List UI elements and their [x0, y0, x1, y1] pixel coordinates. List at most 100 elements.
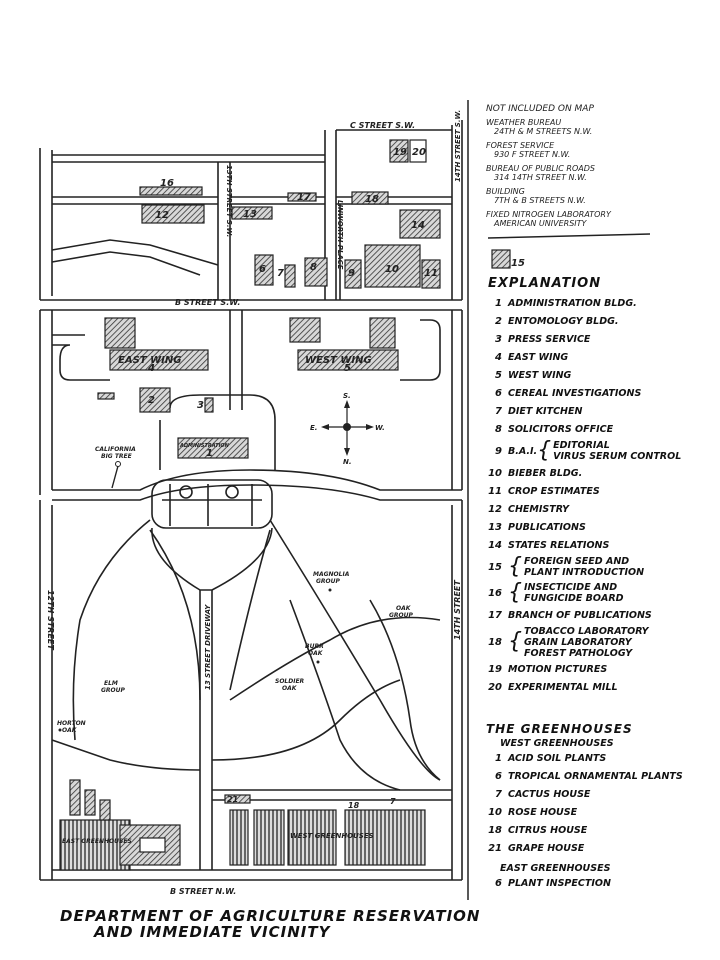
legend-item-number: 13: [488, 521, 502, 533]
building-14: [399, 209, 441, 239]
compass-w: W.: [375, 424, 385, 432]
number-20: 20: [412, 147, 426, 158]
magnolia-group-label-1: MAGNOLIA: [313, 571, 350, 578]
number-7: 7: [277, 268, 284, 279]
not-included-title: NOT INCLUDED ON MAP: [486, 104, 594, 114]
brace-icon: {: [508, 629, 522, 654]
number-17: 17: [297, 192, 311, 203]
greenhouse-item-text: CITRUS HOUSE: [508, 825, 588, 836]
entry-address: 7TH & B STREETS N.W.: [494, 196, 586, 205]
greenhouse-item-number: 10: [488, 807, 502, 818]
burr-oak-dot: [316, 660, 320, 664]
greenhouse-item-text: PLANT INSPECTION: [508, 878, 611, 889]
compass-e: E.: [310, 424, 317, 432]
building-10: [364, 244, 421, 288]
building-8: [304, 257, 328, 287]
legend-item: 14 STATES RELATIONS: [486, 536, 716, 554]
administration-label: ADMINISTRATION: [179, 443, 230, 449]
not-included-box: NOT INCLUDED ON MAP WEATHER BUREAU 24TH …: [486, 104, 711, 233]
entry-address: 314 14TH STREET N.W.: [494, 173, 587, 182]
legend-item: 2 ENTOMOLOGY BLDG.: [486, 312, 716, 330]
compass-rose: S. N. E. W.: [310, 392, 385, 466]
building-17: [287, 192, 317, 202]
b-street-nw-label: B STREET N.W.: [170, 887, 236, 896]
entry-name: FOREST SERVICE: [486, 141, 555, 150]
number-18: 18: [365, 194, 379, 205]
number-12: 12: [155, 210, 169, 221]
entry-name: BUILDING: [486, 187, 525, 196]
greenhouse-court: [139, 837, 166, 853]
east-wing-north: [104, 317, 136, 349]
landmarks: CALIFORNIA BIG TREE MAGNOLIA GROUP OAK G…: [57, 446, 414, 734]
greenhouse-item-number: 7: [495, 789, 502, 800]
legend-item-text: CHEMISTRY: [508, 503, 570, 515]
legend-item-text: ENTOMOLOGY BLDG.: [508, 315, 619, 327]
east-wing-label: EAST WING: [118, 355, 181, 366]
number-16: 16: [160, 178, 174, 189]
legend-item-number: 12: [488, 503, 502, 515]
legend-item-text: STATES RELATIONS: [508, 539, 610, 551]
building-13: [231, 206, 273, 220]
number-21: 21: [227, 795, 238, 804]
14th-street-label: 14TH STREET: [453, 580, 462, 640]
administration-building: [177, 437, 249, 459]
legend-item-number: 20: [488, 681, 502, 693]
legend-item-number: 11: [488, 485, 502, 497]
west-wing-east: [369, 317, 396, 349]
legend-item-line: FOREIGN SEED AND: [524, 556, 630, 567]
number-4: 4: [147, 363, 155, 374]
legend-item-text: PUBLICATIONS: [508, 521, 586, 533]
entry-address: 24TH & M STREETS N.W.: [494, 127, 593, 136]
number-5: 5: [344, 363, 351, 374]
magnolia-group-dot: [328, 588, 332, 592]
legend-item-number: 6: [495, 387, 502, 399]
east-greenhouses: [59, 819, 131, 871]
legend-item-number: 14: [488, 539, 502, 551]
number-7-greenhouse: 7: [390, 797, 396, 806]
legend-item-text: BRANCH OF PUBLICATIONS: [508, 609, 652, 621]
brace-icon: {: [508, 580, 522, 605]
entry-name: FIXED NITROGEN LABORATORY: [486, 210, 611, 219]
elm-group-label-2: GROUP: [101, 687, 126, 694]
legend-item-line: VIRUS SERUM CONTROL: [553, 451, 682, 462]
legend-item-text: EAST WING: [508, 351, 569, 363]
building-11: [421, 259, 441, 289]
west-wing-label: WEST WING: [305, 355, 372, 366]
building-2: [139, 387, 171, 413]
legend-item-text: BIEBER BLDG.: [508, 467, 583, 479]
west-greenhouses-c: [344, 809, 426, 866]
not-included-underline: [487, 233, 651, 239]
legend-item-number: 2: [495, 315, 502, 327]
greenhouse-item-text: TROPICAL ORNAMENTAL PLANTS: [508, 771, 683, 782]
greenhouse-item-number: 6: [495, 771, 502, 782]
legend-item-number: 5: [495, 369, 502, 381]
entry-name: WEATHER BUREAU: [486, 118, 562, 127]
legend-item-line: TOBACCO LABORATORY: [524, 625, 649, 637]
building-16: [139, 186, 203, 196]
west-greenhouses-map-label: WEST GREENHOUSES: [290, 832, 374, 840]
number-13: 13: [243, 209, 257, 220]
compass-s: S.: [343, 392, 351, 400]
brace-icon: {: [537, 438, 552, 463]
west-greenhouses-a: [253, 809, 285, 866]
california-big-tree-pointer: [111, 465, 119, 489]
c-street-label: C STREET S.W.: [350, 121, 415, 130]
greenhouse-d: [229, 809, 249, 866]
legend-swatch: [491, 249, 511, 269]
horton-oak-dot: [58, 728, 62, 732]
legend-item-text: MOTION PICTURES: [508, 663, 608, 675]
oak-group-label-1: OAK: [396, 605, 412, 612]
building-6: [254, 254, 274, 286]
greenhouse-f: [84, 789, 96, 816]
legend-item-number: 17: [488, 609, 502, 621]
greenhouse-item-text: ROSE HOUSE: [508, 807, 578, 818]
map-frame: [39, 120, 463, 881]
greenhouse-e: [69, 779, 81, 816]
building-19: [389, 139, 409, 163]
